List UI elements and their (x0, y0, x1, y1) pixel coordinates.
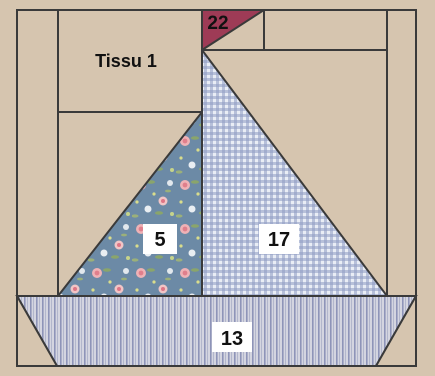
left-sail-number-label: 5 (154, 229, 165, 251)
right-sail-number-label: 17 (268, 229, 290, 251)
tissu-label: Tissu 1 (95, 51, 157, 71)
flag-number-label: 22 (207, 13, 228, 34)
hull-number-label: 13 (221, 328, 243, 350)
